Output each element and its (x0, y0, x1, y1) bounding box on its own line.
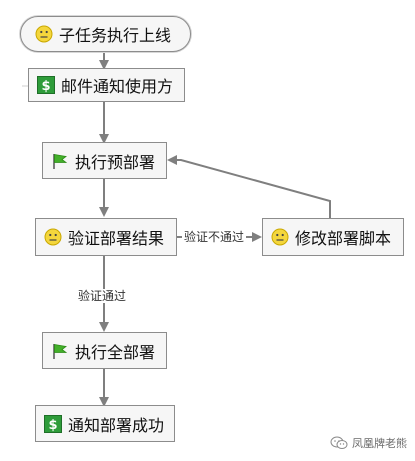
node-notify-success-label: 通知部署成功 (68, 415, 165, 435)
node-verify[interactable]: 验证部署结果 (35, 218, 177, 256)
edge-label-verify-fail: 验证不通过 (182, 230, 247, 244)
green-flag-icon (51, 152, 69, 170)
node-start-label: 子任务执行上线 (59, 26, 172, 45)
node-full-deploy[interactable]: 执行全部署 (42, 332, 167, 369)
svg-text:$: $ (41, 79, 50, 94)
smiley-icon (35, 25, 53, 43)
green-flag-icon (51, 342, 69, 360)
edge-label-verify-pass: 验证通过 (76, 289, 129, 303)
node-fix-script-label: 修改部署脚本 (295, 229, 392, 248)
node-start[interactable]: 子任务执行上线 (20, 16, 191, 52)
node-pre-deploy-label: 执行预部署 (75, 152, 156, 172)
node-pre-deploy[interactable]: 执行预部署 (42, 142, 167, 179)
dollar-icon: $ (37, 76, 55, 94)
smiley-icon (271, 228, 289, 246)
node-notify-user[interactable]: $ 邮件通知使用方 (28, 68, 185, 102)
edge-fix-to-predeploy (167, 155, 331, 218)
watermark-text: 凤凰牌老熊 (352, 437, 407, 450)
node-verify-label: 验证部署结果 (68, 229, 165, 248)
watermark: 凤凰牌老熊 (330, 435, 407, 451)
wechat-icon (330, 436, 348, 450)
smiley-icon (44, 228, 62, 246)
node-full-deploy-label: 执行全部署 (75, 342, 156, 362)
node-notify-success[interactable]: $ 通知部署成功 (35, 405, 175, 442)
node-notify-user-label: 邮件通知使用方 (61, 77, 174, 96)
node-fix-script[interactable]: 修改部署脚本 (262, 218, 404, 256)
dollar-icon: $ (44, 414, 62, 433)
svg-text:$: $ (48, 418, 57, 433)
